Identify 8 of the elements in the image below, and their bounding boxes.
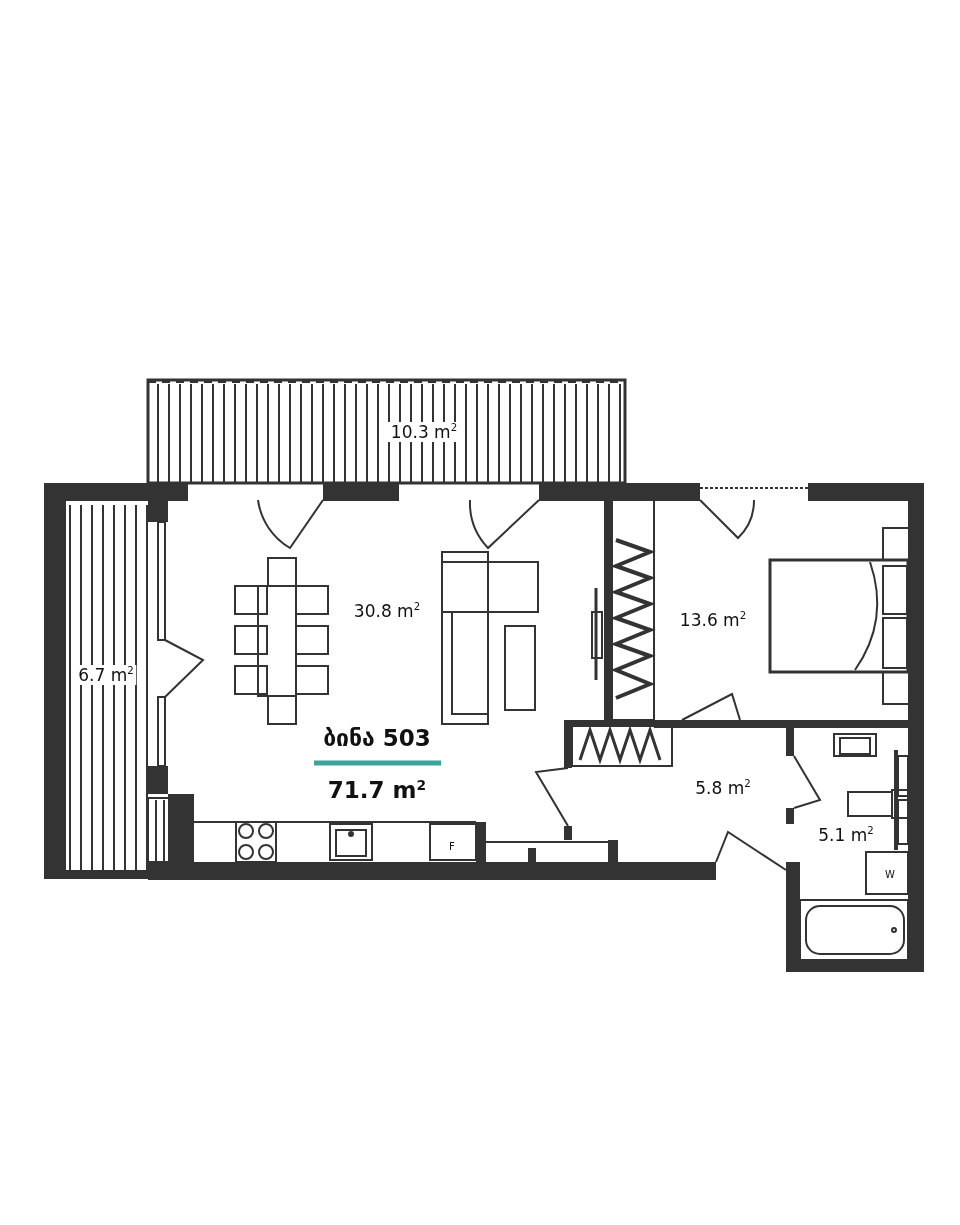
area-label: 5.1 m$^{2}$ xyxy=(818,825,874,845)
total-area-label: 71.7 m$^{2}$ xyxy=(327,776,427,804)
area-label: 5.8 m$^{2}$ xyxy=(695,778,751,798)
appliance-label: W xyxy=(885,868,895,880)
apartment-number: ბინა 503 xyxy=(323,725,431,751)
area-label: 30.8 m$^{2}$ xyxy=(353,601,421,621)
appliance-label: F xyxy=(449,840,455,852)
area-label: 13.6 m$^{2}$ xyxy=(679,610,747,630)
